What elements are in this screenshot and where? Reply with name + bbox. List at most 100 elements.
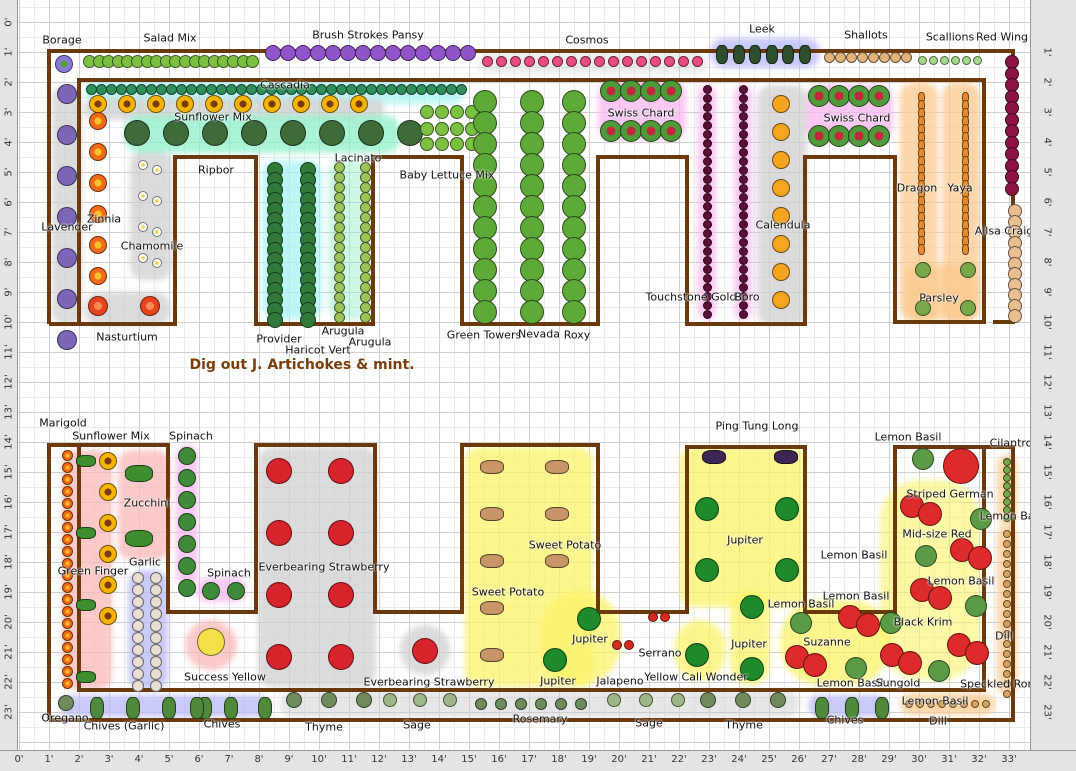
- plant-label[interactable]: Calendula: [755, 218, 811, 232]
- plant-label[interactable]: Sweet Potato: [528, 538, 602, 552]
- plant-label[interactable]: Scallions: [925, 30, 975, 44]
- dill-plant-icon: [1003, 630, 1011, 638]
- plant-label[interactable]: Lemon Basil: [820, 548, 888, 562]
- plant-label[interactable]: Jupiter: [572, 632, 608, 646]
- plant-label[interactable]: Sunflower Mix: [174, 110, 252, 124]
- plant-label[interactable]: Ailsa Craig: [974, 224, 1034, 238]
- plant-label[interactable]: Ping Tung Long: [715, 419, 799, 433]
- plant-label[interactable]: Shallots: [844, 28, 888, 42]
- plant-label[interactable]: Lemon Basil: [979, 509, 1047, 523]
- chard-plant-icon: [848, 125, 870, 147]
- plant-label[interactable]: Yellow Cali Wonder: [644, 670, 748, 684]
- zinnia-plant-icon: [89, 143, 107, 161]
- plant-label[interactable]: Provider: [256, 332, 302, 346]
- plant-label[interactable]: Lemon Basil: [874, 430, 942, 444]
- plant-label[interactable]: Lacinato: [334, 151, 382, 165]
- plant-label[interactable]: Zinnia: [86, 212, 122, 226]
- plant-label[interactable]: Sage: [403, 718, 431, 732]
- plant-label[interactable]: Parsley: [919, 291, 959, 305]
- plant-label[interactable]: Green Finger: [57, 564, 129, 578]
- plant-label[interactable]: Jalapeno: [596, 674, 644, 688]
- plant-label[interactable]: Red Wing: [975, 30, 1029, 44]
- plant-label[interactable]: Lemon Basil: [767, 597, 835, 611]
- plant-label[interactable]: Borage: [42, 33, 82, 47]
- plant-label[interactable]: Haricot Vert: [285, 343, 351, 357]
- garlic-plant-icon: [150, 656, 162, 668]
- calendula-plant-icon: [772, 179, 790, 197]
- plant-label[interactable]: Spinach: [207, 566, 251, 580]
- cabbage-plant-icon: [520, 300, 544, 324]
- garlic-plant-icon: [150, 644, 162, 656]
- plant-label[interactable]: Dill: [995, 629, 1013, 643]
- plant-label[interactable]: Green Towers: [446, 328, 522, 342]
- plant-label[interactable]: Mid-size Red: [902, 527, 972, 541]
- plant-label[interactable]: Black Krim: [893, 615, 953, 629]
- plant-label[interactable]: Jupiter: [727, 533, 763, 547]
- plant-label[interactable]: Jupiter: [540, 674, 576, 688]
- plant-label[interactable]: Yaya: [947, 181, 973, 195]
- plant-label[interactable]: Striped German: [906, 487, 994, 501]
- plant-label[interactable]: Speckled Roman: [960, 677, 1052, 691]
- plant-label[interactable]: Cascadia: [260, 78, 310, 92]
- plant-label[interactable]: Arugula: [321, 324, 365, 338]
- plant-label[interactable]: Rosemary: [512, 712, 568, 726]
- plant-label[interactable]: Jupiter: [731, 637, 767, 651]
- plant-label[interactable]: Salad Mix: [143, 31, 197, 45]
- plant-label[interactable]: Oregano: [41, 711, 89, 725]
- cosmos-plant-icon: [636, 56, 647, 67]
- plant-label[interactable]: Garlic: [129, 555, 161, 569]
- plant-label[interactable]: Sungold: [875, 676, 921, 690]
- plant-label[interactable]: Success Yellow: [184, 670, 266, 684]
- plant-label[interactable]: Spinach: [169, 429, 213, 443]
- plant-label[interactable]: Ripbor: [198, 163, 234, 177]
- plant-label[interactable]: Lemon Basil: [927, 574, 995, 588]
- plant-label[interactable]: Touchstone Gold: [645, 290, 737, 304]
- plant-label[interactable]: Chives (Garlic): [83, 719, 165, 733]
- plant-label[interactable]: Baby Lettuce Mix: [399, 168, 495, 182]
- plant-label[interactable]: Chives: [203, 717, 241, 731]
- plant-label[interactable]: Suzanne: [803, 635, 851, 649]
- sunflower-plant-icon: [99, 514, 117, 532]
- ruler-y-label: 6': [3, 197, 15, 207]
- plant-label[interactable]: Thyme: [305, 720, 343, 734]
- plant-label[interactable]: Cosmos: [565, 33, 609, 47]
- garden-note[interactable]: Dig out J. Artichokes & mint.: [189, 357, 415, 373]
- plant-label[interactable]: Swiss Chard: [823, 111, 891, 125]
- plant-label[interactable]: Swiss Chard: [607, 106, 675, 120]
- plant-label[interactable]: Boro: [734, 290, 760, 304]
- plant-label[interactable]: Chamomile: [120, 239, 184, 253]
- plant-label[interactable]: Sage: [635, 716, 663, 730]
- plant-label[interactable]: Nasturtium: [96, 330, 158, 344]
- plant-label[interactable]: Roxy: [563, 328, 591, 342]
- plant-label[interactable]: Chives: [826, 713, 864, 727]
- plant-label[interactable]: Dragon: [896, 181, 938, 195]
- plant-label[interactable]: Everbearing Strawberry: [258, 560, 390, 574]
- plant-label[interactable]: Dill: [929, 714, 947, 728]
- ruler-x-label: 26': [791, 754, 807, 765]
- plant-label[interactable]: Serrano: [638, 646, 682, 660]
- plant-label[interactable]: Thyme: [725, 718, 763, 732]
- plant-label[interactable]: Arugula: [348, 335, 392, 349]
- spinach-plant-icon: [178, 535, 196, 553]
- plant-label[interactable]: Lemon Basil: [816, 676, 884, 690]
- plant-label[interactable]: Marigold: [39, 416, 87, 430]
- ruler-x-label: 18': [551, 754, 567, 765]
- plant-label[interactable]: Everbearing Strawberry: [363, 675, 495, 689]
- plant-label[interactable]: Zucchini: [123, 496, 171, 510]
- plant-label[interactable]: Leek: [749, 22, 775, 36]
- plant-label[interactable]: Lemon Basil: [901, 694, 969, 708]
- plant-label[interactable]: Sunflower Mix: [72, 429, 150, 443]
- calendula-plant-icon: [772, 235, 790, 253]
- kale-plant-icon: [319, 120, 345, 146]
- plant-label[interactable]: Lavender: [41, 220, 93, 234]
- beet-plant-icon: [739, 292, 748, 301]
- chive-plant-icon: [875, 697, 889, 720]
- nasturtium-plant-icon: [88, 296, 108, 316]
- cabbage-plant-icon: [473, 195, 497, 219]
- plant-label[interactable]: Sweet Potato: [471, 585, 545, 599]
- plant-label[interactable]: Nevada: [518, 327, 560, 341]
- plant-label[interactable]: Lemon Basil: [822, 589, 890, 603]
- plant-label[interactable]: Brush Strokes Pansy: [312, 28, 424, 42]
- plant-label[interactable]: Cilantro: [989, 436, 1033, 450]
